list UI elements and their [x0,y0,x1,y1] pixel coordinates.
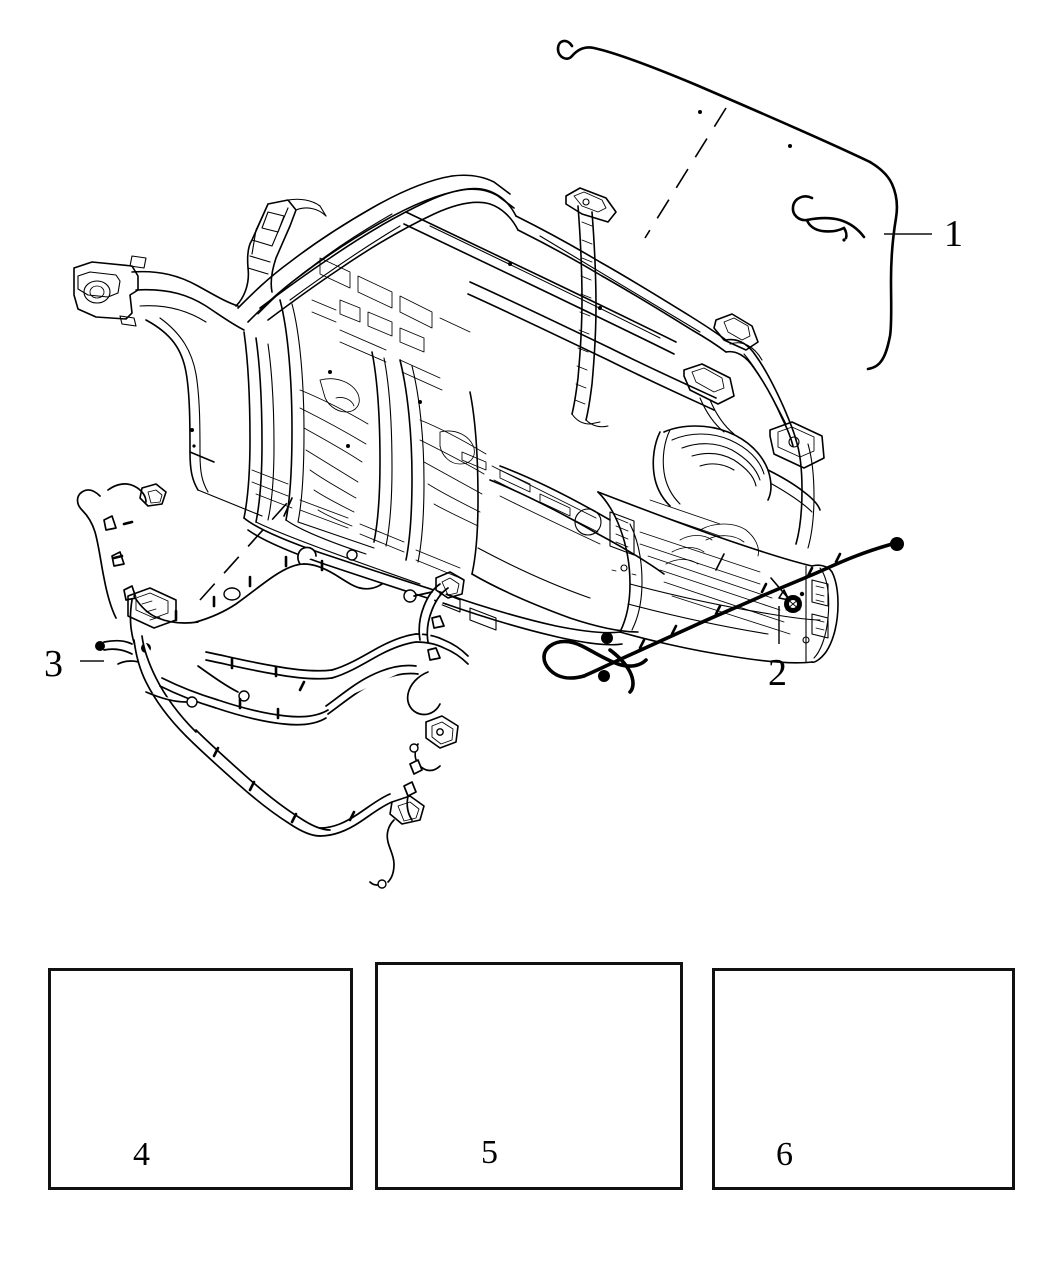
rear-bracket [683,363,735,435]
inset-box-5 [375,962,683,1190]
rear-hoop-base [769,421,825,469]
inset-number-6: 6 [776,1136,793,1173]
interior-detail [299,257,601,545]
roll-bar-joint [565,187,617,223]
inset-box-6 [712,968,1015,1190]
vehicle-body-shell [73,174,839,664]
assembly-dashed-line-3 [199,497,293,601]
assembly-dashed-line-2 [715,553,725,571]
assembly-dashed-line-1 [644,107,727,239]
rear-vent [609,511,635,556]
inset-number-4: 4 [133,1136,150,1173]
callout-number-2: 2 [768,652,787,694]
connector-node [601,632,613,644]
bottom-connector [389,795,425,825]
inset-number-5: 5 [481,1134,498,1171]
riser-connector-top [435,571,465,599]
lower-right-connector [425,715,459,749]
callout-number-1: 1 [944,213,963,255]
connector-node [598,670,610,682]
inset-box-4 [48,968,353,1190]
connector-node [890,537,904,551]
harness-roof-part1 [556,39,899,371]
harness-connector-head [139,483,167,507]
callout-number-3: 3 [44,643,63,685]
harness-rear-part2 [542,537,904,694]
harness-underbody-part3 [76,483,469,889]
rear-bar-joint [713,313,759,351]
front-frame-horn [73,255,147,327]
